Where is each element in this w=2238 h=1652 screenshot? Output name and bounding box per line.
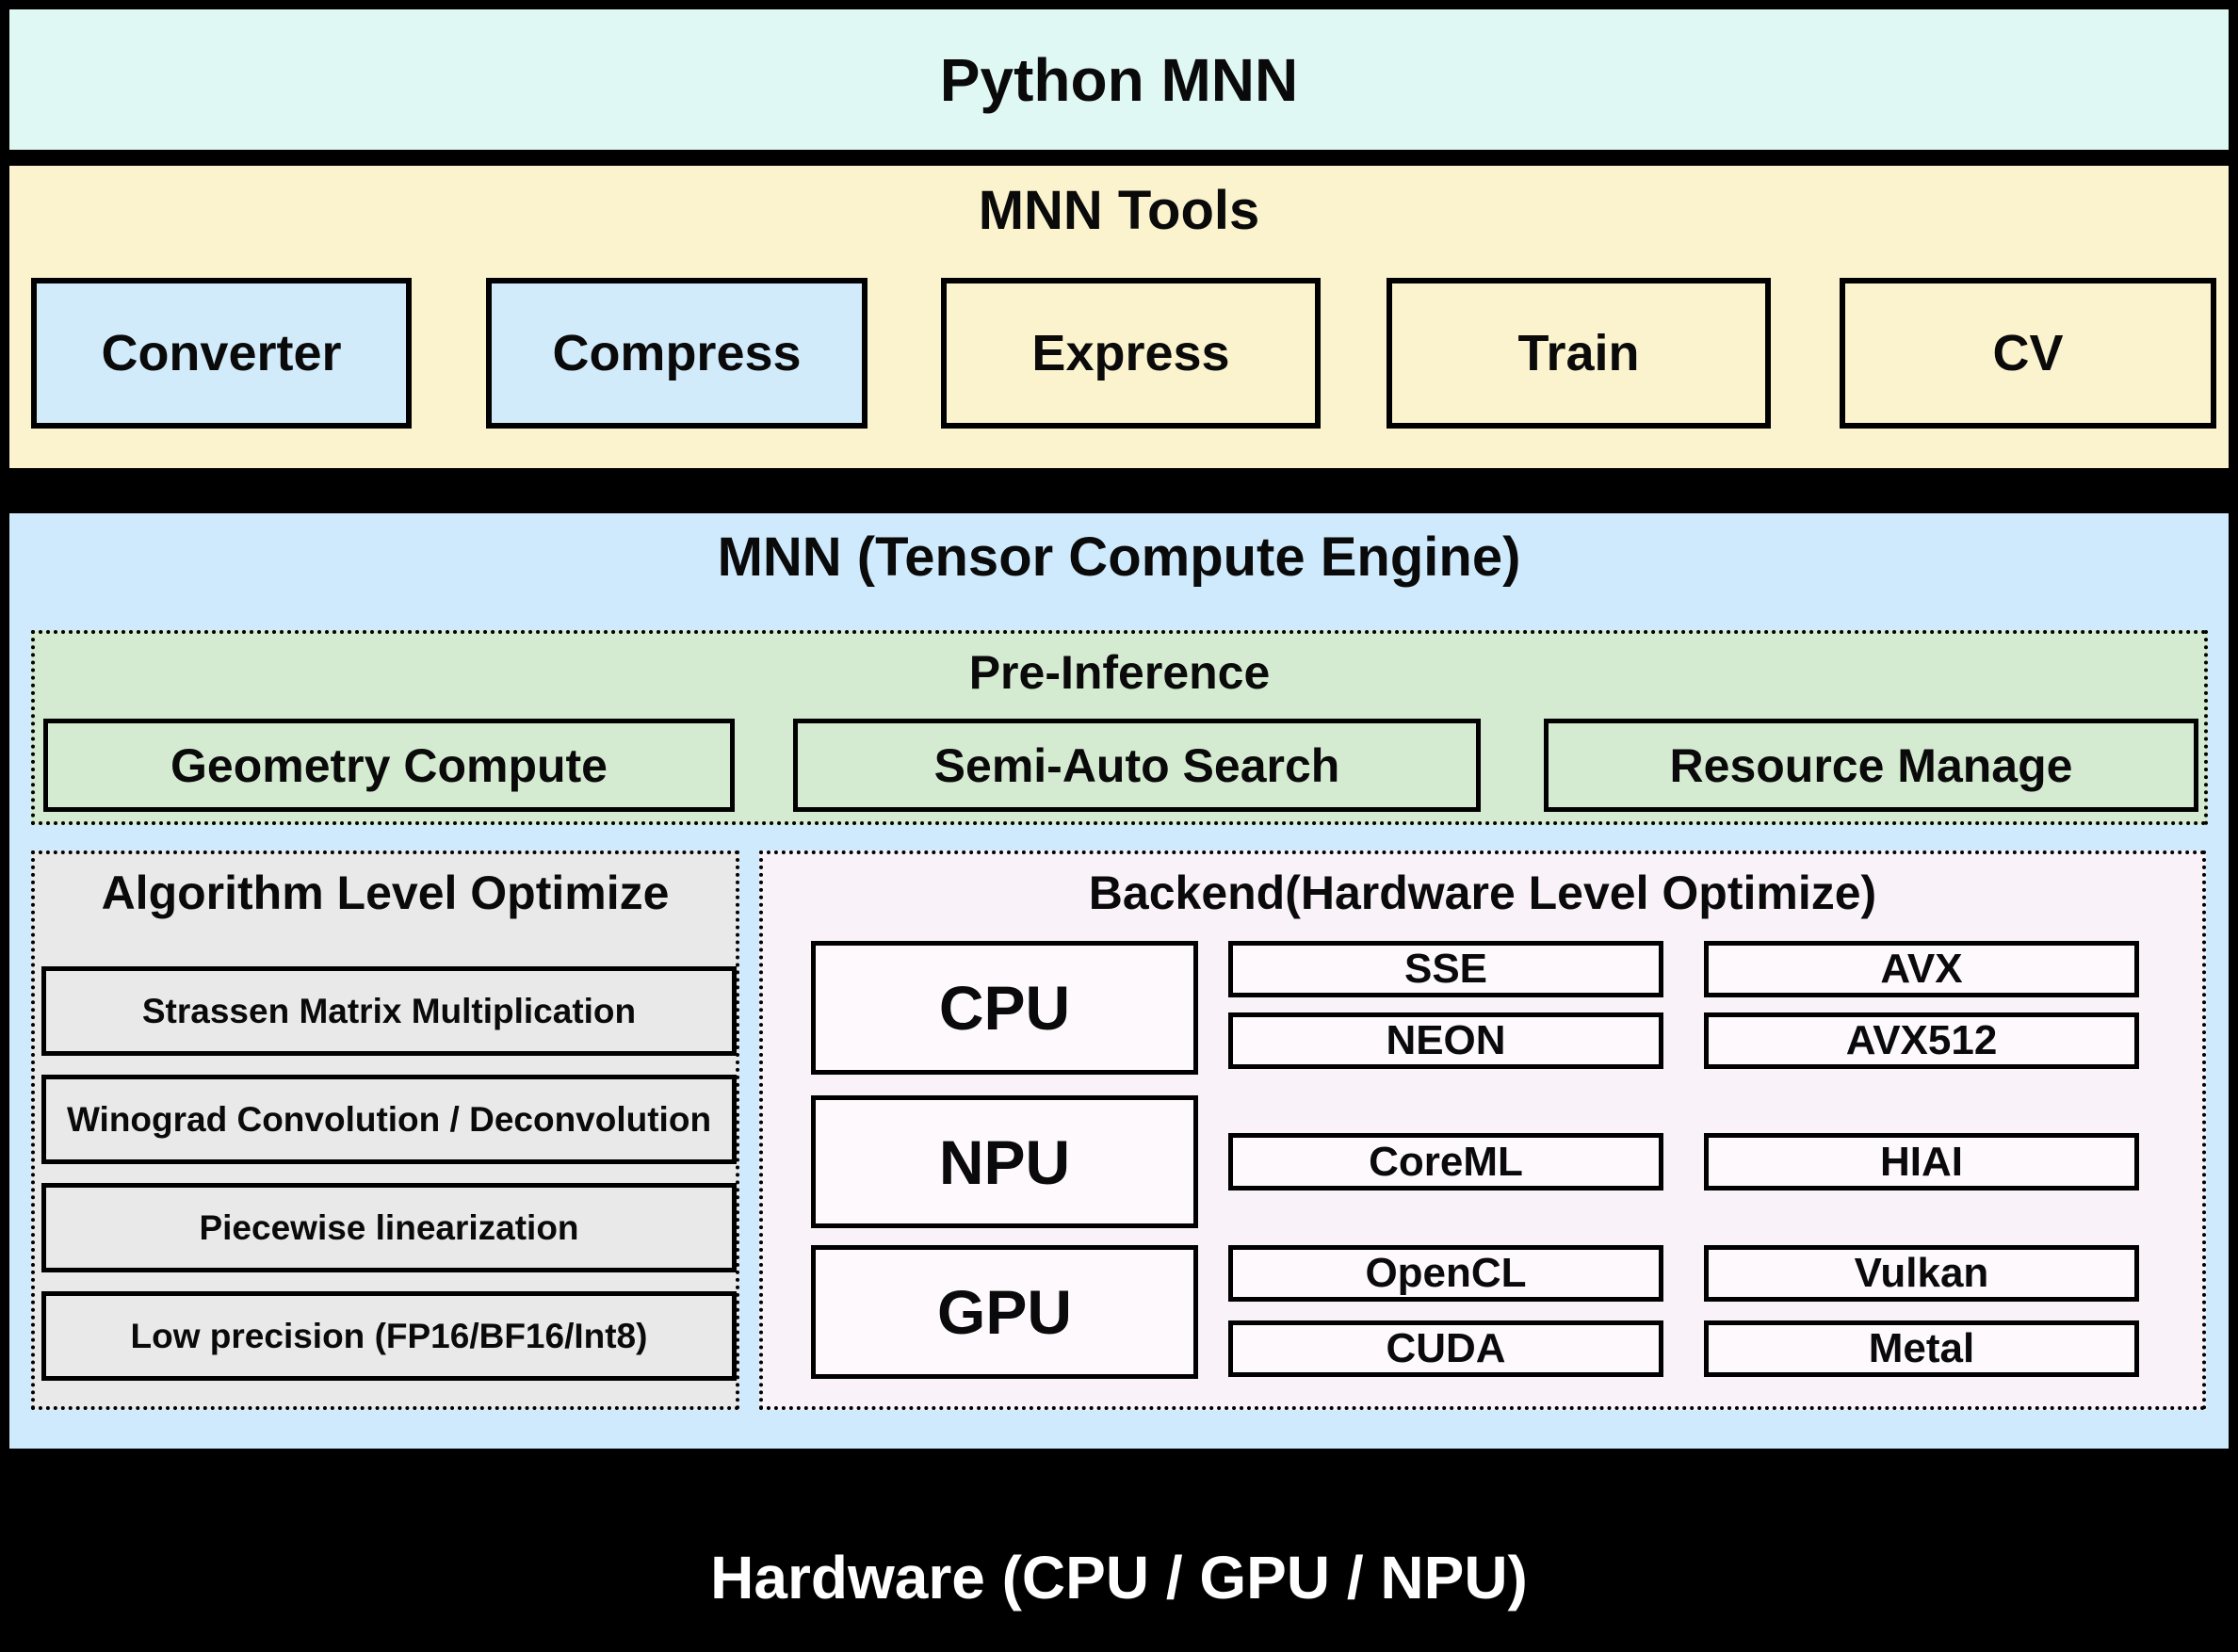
- mnn-engine-band: MNN (Tensor Compute Engine) Pre-Inferenc…: [9, 513, 2229, 1449]
- tool-box-converter: Converter: [31, 278, 412, 429]
- python-mnn-band: Python MNN: [9, 9, 2229, 150]
- processor-label: NPU: [938, 1126, 1071, 1197]
- mnn-engine-title: MNN (Tensor Compute Engine): [717, 526, 1521, 588]
- module-box-geometry-compute: Geometry Compute: [43, 719, 735, 812]
- algorithm-item-low-precision: Low precision (FP16/BF16/Int8): [41, 1291, 737, 1381]
- algorithm-item-label: Winograd Convolution / Deconvolution: [66, 1099, 712, 1139]
- accelerator-box-metal: Metal: [1704, 1320, 2139, 1377]
- tool-label: Train: [1517, 325, 1640, 381]
- tool-label: CV: [1992, 325, 2064, 381]
- module-label: Resource Manage: [1669, 738, 2073, 792]
- algorithm-item-strassen: Strassen Matrix Multiplication: [41, 966, 737, 1056]
- accelerator-box-vulkan: Vulkan: [1704, 1245, 2139, 1302]
- hardware-title: Hardware (CPU / GPU / NPU): [710, 1544, 1528, 1612]
- backend-optimize-title: Backend(Hardware Level Optimize): [1088, 866, 1877, 919]
- algorithm-item-label: Strassen Matrix Multiplication: [141, 991, 637, 1030]
- algorithm-item-label: Low precision (FP16/BF16/Int8): [130, 1316, 648, 1355]
- mnn-tools-band: MNN Tools Converter Compress Express Tra…: [9, 166, 2229, 468]
- accelerator-label: CUDA: [1386, 1325, 1506, 1371]
- accelerator-box-opencl: OpenCL: [1228, 1245, 1663, 1302]
- pre-inference-section: Pre-Inference Geometry Compute Semi-Auto…: [31, 630, 2208, 825]
- accelerator-label: AVX: [1880, 946, 1963, 992]
- accelerator-box-coreml: CoreML: [1228, 1133, 1663, 1190]
- processor-label: CPU: [938, 973, 1071, 1043]
- algorithm-item-winograd: Winograd Convolution / Deconvolution: [41, 1075, 737, 1164]
- module-box-resource-manage: Resource Manage: [1544, 719, 2198, 812]
- processor-box-cpu: CPU: [811, 941, 1198, 1075]
- accelerator-label: Metal: [1868, 1325, 1975, 1371]
- accelerator-label: NEON: [1386, 1017, 1506, 1063]
- tool-label: Express: [1031, 325, 1230, 381]
- accelerator-label: CoreML: [1369, 1138, 1523, 1185]
- processor-box-npu: NPU: [811, 1095, 1198, 1228]
- accelerator-box-neon: NEON: [1228, 1012, 1663, 1069]
- tool-label: Converter: [101, 325, 342, 381]
- tool-box-express: Express: [941, 278, 1321, 429]
- python-mnn-title: Python MNN: [939, 45, 1299, 114]
- hardware-band: Hardware (CPU / GPU / NPU): [0, 1449, 2238, 1652]
- processor-box-gpu: GPU: [811, 1245, 1198, 1379]
- accelerator-box-avx512: AVX512: [1704, 1012, 2139, 1069]
- accelerator-box-avx: AVX: [1704, 941, 2139, 997]
- accelerator-label: AVX512: [1845, 1017, 1998, 1063]
- accelerator-label: Vulkan: [1854, 1250, 1989, 1296]
- module-label: Semi-Auto Search: [933, 738, 1340, 792]
- accelerator-box-sse: SSE: [1228, 941, 1663, 997]
- accelerator-box-hiai: HIAI: [1704, 1133, 2139, 1190]
- mnn-tools-title: MNN Tools: [978, 180, 1260, 241]
- accelerator-label: HIAI: [1880, 1138, 1963, 1185]
- accelerator-label: OpenCL: [1365, 1250, 1527, 1296]
- module-label: Geometry Compute: [170, 738, 608, 792]
- algorithm-item-label: Piecewise linearization: [199, 1207, 579, 1247]
- tool-box-compress: Compress: [486, 278, 868, 429]
- module-box-semi-auto-search: Semi-Auto Search: [793, 719, 1481, 812]
- tool-box-cv: CV: [1840, 278, 2216, 429]
- processor-label: GPU: [936, 1277, 1073, 1347]
- accelerator-label: SSE: [1403, 946, 1488, 992]
- accelerator-box-cuda: CUDA: [1228, 1320, 1663, 1377]
- backend-optimize-section: Backend(Hardware Level Optimize) CPU NPU…: [759, 850, 2206, 1410]
- algorithm-item-piecewise: Piecewise linearization: [41, 1183, 737, 1272]
- algorithm-optimize-section: Algorithm Level Optimize Strassen Matrix…: [31, 850, 739, 1410]
- algorithm-optimize-title: Algorithm Level Optimize: [101, 866, 670, 919]
- tool-box-train: Train: [1387, 278, 1771, 429]
- tool-label: Compress: [552, 325, 802, 381]
- pre-inference-title: Pre-Inference: [968, 646, 1271, 699]
